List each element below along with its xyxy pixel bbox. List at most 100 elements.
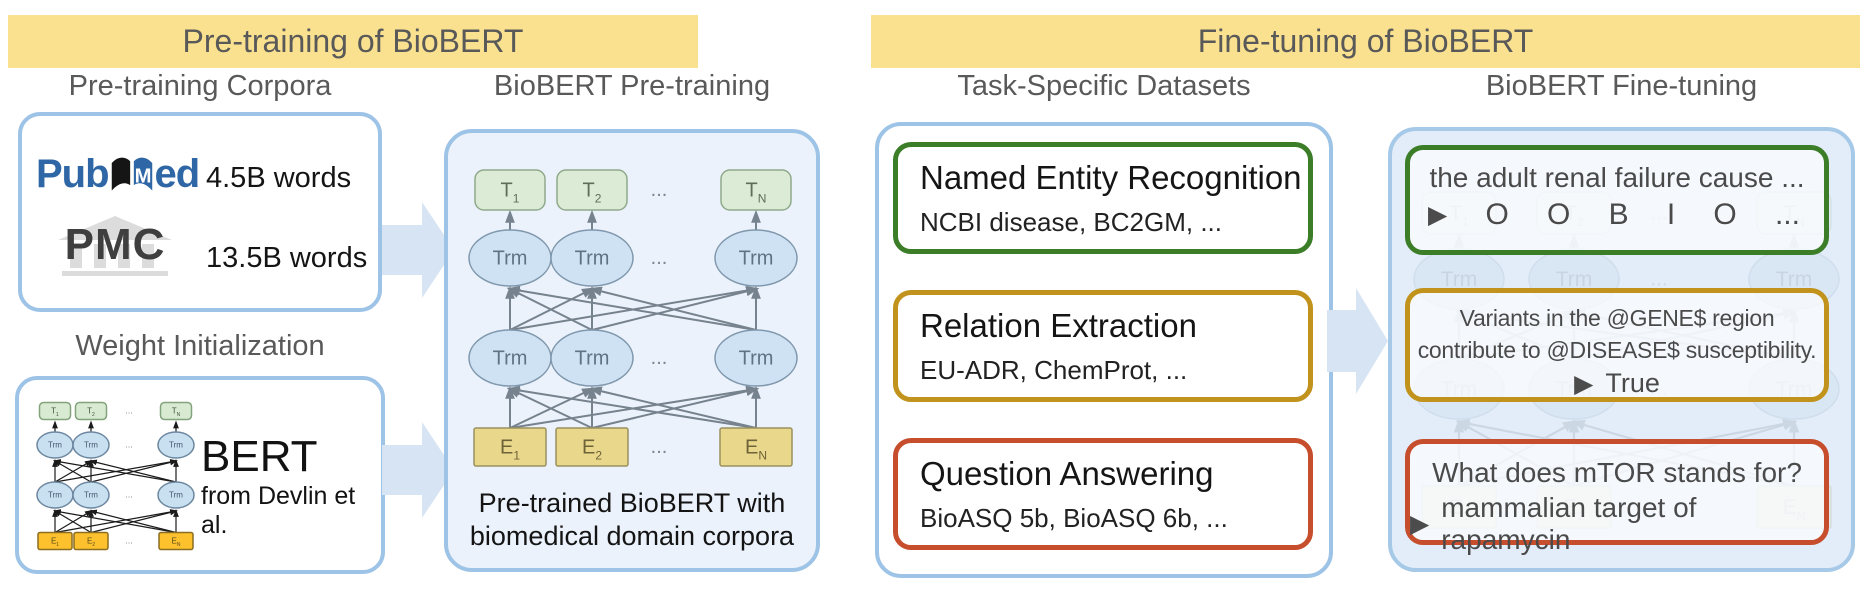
ner-tag: O bbox=[1485, 198, 1509, 231]
finetuning-panel: ............T1TrmTrmE1T2TrmTrmE2TNTrmTrm… bbox=[1388, 127, 1855, 572]
svg-text:Trm: Trm bbox=[169, 441, 183, 450]
ner-tag-row: ▶ O O B I O... bbox=[1410, 194, 1824, 232]
answer-triangle-icon: ▶ bbox=[1428, 201, 1448, 229]
pmc-logo: PMC bbox=[50, 216, 180, 278]
svg-text:Trm: Trm bbox=[493, 248, 528, 270]
svg-text:T1: T1 bbox=[51, 407, 59, 419]
re-example-line1: Variants in the @GENE$ region bbox=[1459, 305, 1775, 331]
svg-text:E2: E2 bbox=[582, 437, 602, 463]
weight-init-label: Weight Initialization bbox=[75, 330, 325, 362]
pubmed-logo-ed-text: ed bbox=[154, 152, 201, 196]
svg-text:Trm: Trm bbox=[84, 441, 98, 450]
ner-tag: O bbox=[1547, 198, 1571, 231]
svg-text:EN: EN bbox=[172, 537, 181, 549]
svg-text:...: ... bbox=[651, 179, 668, 201]
answer-triangle-icon: ▶ bbox=[1574, 369, 1594, 398]
bert-mini-transformer-diagram: ............T1TrmTrmE1T2TrmTrmE2TNTrmTrm… bbox=[36, 401, 195, 551]
task-datasets-re: EU-ADR, ChemProt, ... bbox=[920, 355, 1188, 385]
pretraining-model-label: BioBERT Pre-training bbox=[493, 70, 771, 102]
svg-text:T2: T2 bbox=[87, 407, 95, 419]
pmc-logo-text: PMC bbox=[64, 220, 166, 269]
flow-arrow-corpora-icon bbox=[382, 202, 454, 298]
corpora-section-label: Pre-training Corpora bbox=[68, 70, 332, 102]
pretrain-caption-line1: Pre-trained BioBERT with bbox=[478, 488, 786, 518]
svg-text:T1: T1 bbox=[501, 180, 520, 206]
pretraining-banner: Pre-training of BioBERT bbox=[8, 15, 698, 68]
ner-tag: B bbox=[1608, 198, 1629, 231]
example-box-qa: What does mTOR stands for? ▶ mammalian t… bbox=[1405, 439, 1829, 555]
flow-arrow-finetune-icon bbox=[1327, 288, 1388, 394]
svg-text:Trm: Trm bbox=[1441, 268, 1478, 291]
bert-title: BERT bbox=[201, 432, 318, 481]
example-box-ner: the adult renal failure cause ... ▶ O O B I O… bbox=[1405, 145, 1829, 255]
re-answer: True bbox=[1605, 368, 1660, 398]
ner-tag: ... bbox=[1774, 198, 1800, 231]
svg-text:Trm: Trm bbox=[493, 348, 528, 370]
svg-text:TN: TN bbox=[172, 407, 181, 419]
svg-text:...: ... bbox=[651, 436, 668, 458]
pubmed-logo: Pub M ed bbox=[36, 152, 201, 197]
task-box-re: Relation Extraction EU-ADR, ChemProt, ..… bbox=[893, 290, 1313, 402]
task-title-re: Relation Extraction bbox=[920, 307, 1197, 344]
pretraining-transformer-diagram: ............T1TrmTrmE1T2TrmTrmE2TNTrmTrm… bbox=[468, 169, 798, 467]
qa-answer-row: ▶ mammalian target of rapamycin bbox=[1410, 492, 1824, 556]
finetuning-banner: Fine-tuning of BioBERT bbox=[871, 15, 1860, 68]
pretraining-banner-label: Pre-training of BioBERT bbox=[182, 23, 524, 59]
pretraining-corpora-box: Pub M ed 4.5B words PMC 13.5B words bbox=[18, 112, 382, 312]
qa-answer: mammalian target of rapamycin bbox=[1441, 492, 1697, 555]
pubmed-logo-pub-text: Pub bbox=[36, 152, 110, 196]
svg-text:...: ... bbox=[651, 347, 668, 369]
svg-text:E1: E1 bbox=[51, 537, 59, 549]
task-title-qa: Question Answering bbox=[920, 455, 1214, 492]
pmc-building-icon bbox=[58, 216, 172, 276]
svg-text:Trm: Trm bbox=[48, 491, 62, 500]
svg-text:Trm: Trm bbox=[84, 491, 98, 500]
pubmed-book-icon: M bbox=[111, 157, 152, 191]
svg-text:Trm: Trm bbox=[1556, 268, 1593, 291]
flow-arrow-weights-icon bbox=[382, 422, 454, 518]
svg-text:T2: T2 bbox=[583, 180, 602, 206]
answer-triangle-icon: ▶ bbox=[1410, 510, 1430, 538]
svg-text:Trm: Trm bbox=[575, 248, 610, 270]
pubmed-logo-m-text: M bbox=[134, 165, 151, 187]
svg-text:...: ... bbox=[125, 405, 133, 415]
ner-example-sentence: the adult renal failure cause ... bbox=[1429, 162, 1805, 193]
ner-tag: I bbox=[1666, 198, 1676, 231]
finetuning-model-label: BioBERT Fine-tuning bbox=[1485, 70, 1758, 102]
ner-tag: O bbox=[1713, 198, 1737, 231]
finetuning-banner-label: Fine-tuning of BioBERT bbox=[1197, 23, 1534, 59]
svg-text:Trm: Trm bbox=[739, 248, 774, 270]
task-box-qa: Question Answering BioASQ 5b, BioASQ 6b,… bbox=[893, 438, 1313, 550]
re-example-line2: contribute to @DISEASE$ susceptibility. bbox=[1417, 337, 1817, 363]
bert-subtitle: from Devlin et al. bbox=[201, 482, 356, 539]
svg-text:Trm: Trm bbox=[1776, 268, 1813, 291]
task-datasets-ner: NCBI disease, BC2GM, ... bbox=[920, 207, 1222, 237]
svg-text:E1: E1 bbox=[500, 437, 520, 463]
svg-text:TN: TN bbox=[746, 180, 767, 206]
svg-text:Trm: Trm bbox=[739, 348, 774, 370]
task-title-ner: Named Entity Recognition bbox=[920, 159, 1302, 196]
task-datasets-qa: BioASQ 5b, BioASQ 6b, ... bbox=[920, 503, 1228, 533]
pubmed-word-count: 4.5B words bbox=[206, 162, 352, 194]
svg-text:...: ... bbox=[651, 247, 668, 269]
svg-text:...: ... bbox=[125, 439, 133, 449]
svg-text:EN: EN bbox=[745, 437, 767, 463]
example-box-re: Variants in the @GENE$ region contribute… bbox=[1405, 288, 1829, 402]
svg-text:E2: E2 bbox=[87, 537, 95, 549]
qa-example-question: What does mTOR stands for? bbox=[1432, 457, 1802, 488]
svg-text:Trm: Trm bbox=[169, 491, 183, 500]
svg-text:...: ... bbox=[125, 489, 133, 499]
pretrain-caption-line2: biomedical domain corpora bbox=[469, 521, 795, 551]
pretrain-caption: Pre-trained BioBERT with biomedical doma… bbox=[448, 487, 816, 553]
re-answer-row: ▶ True bbox=[1410, 368, 1824, 399]
svg-text:Trm: Trm bbox=[575, 348, 610, 370]
task-box-ner: Named Entity Recognition NCBI disease, B… bbox=[893, 142, 1313, 254]
svg-text:Trm: Trm bbox=[48, 441, 62, 450]
svg-text:...: ... bbox=[125, 535, 133, 545]
pmc-word-count: 13.5B words bbox=[206, 242, 368, 274]
task-datasets-panel: Named Entity Recognition NCBI disease, B… bbox=[875, 122, 1333, 578]
datasets-section-label: Task-Specific Datasets bbox=[957, 70, 1251, 102]
